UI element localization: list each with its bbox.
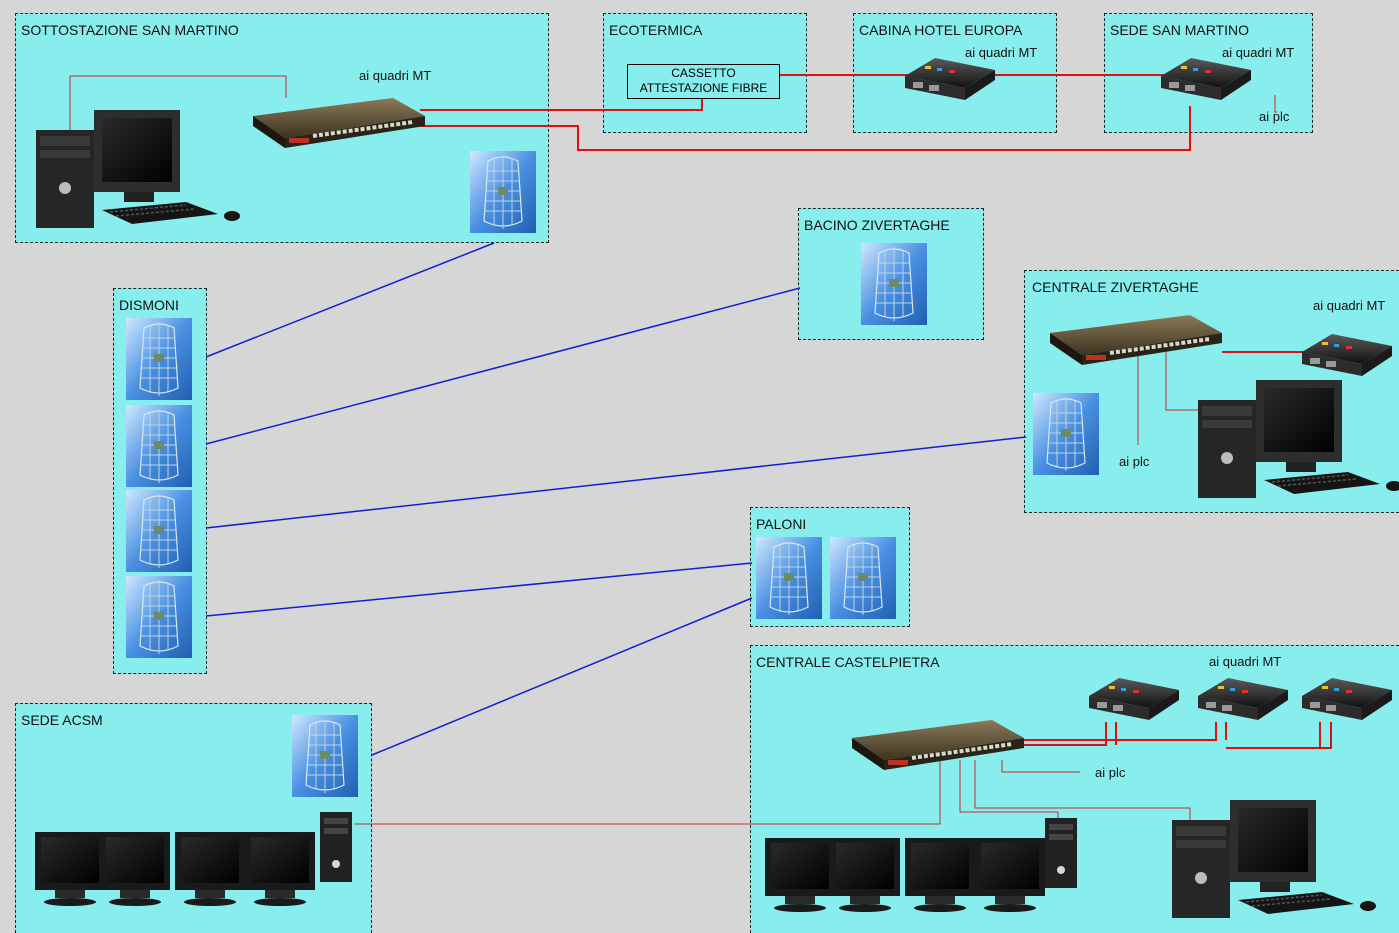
media-converter-icon: [905, 58, 995, 100]
network-switch-icon: [850, 718, 1026, 772]
tower-pc-icon: [320, 812, 352, 882]
network-switch-icon: [1048, 313, 1224, 367]
monitor-icon: [975, 838, 1045, 912]
monitor-icon: [830, 838, 900, 912]
monitor-wall-acsm: [35, 812, 352, 906]
site-title: DISMONI: [119, 297, 179, 313]
fiber-box-line1: CASSETTO: [671, 66, 736, 80]
grid-antenna-icon: [125, 404, 193, 488]
site-title: SEDE ACSM: [21, 712, 103, 728]
fiber-box-line2: ATTESTAZIONE FIBRE: [639, 81, 768, 95]
media-converter-icon: [1302, 678, 1392, 720]
monitor-icon: [100, 832, 170, 906]
fiber-termination-box: CASSETTO ATTESTAZIONE FIBRE: [627, 64, 780, 99]
label-ai-quadri-mt: ai quadri MT: [1209, 654, 1282, 669]
monitor-icon: [35, 832, 105, 906]
grid-antenna-icon: [125, 317, 193, 401]
site-title: SEDE SAN MARTINO: [1110, 22, 1249, 38]
media-converter-icon: [1302, 334, 1392, 376]
monitor-icon: [175, 832, 245, 906]
network-switch-icon: [251, 96, 427, 150]
label-ai-quadri-mt: ai quadri MT: [359, 68, 432, 83]
grid-antenna-icon: [860, 242, 928, 326]
monitor-icon: [905, 838, 975, 912]
label-ai-quadri-mt: ai quadri MT: [1313, 298, 1386, 313]
grid-antenna-icon: [755, 536, 823, 620]
media-converter-icon: [1198, 678, 1288, 720]
grid-antenna-icon: [829, 536, 897, 620]
site-title: CENTRALE CASTELPIETRA: [756, 654, 940, 670]
monitor-wall-castelpietra: [765, 818, 1077, 912]
label-ai-plc: ai plc: [1259, 109, 1290, 124]
site-title: CENTRALE ZIVERTAGHE: [1032, 279, 1199, 295]
site-title: PALONI: [756, 516, 807, 532]
label-ai-plc: ai plc: [1095, 765, 1126, 780]
lan-links: [69, 75, 1277, 825]
label-ai-quadri-mt: ai quadri MT: [1222, 45, 1295, 60]
site-title: CABINA HOTEL EUROPA: [859, 22, 1023, 38]
site-title: BACINO ZIVERTAGHE: [804, 217, 950, 233]
monitor-icon: [245, 832, 315, 906]
label-ai-quadri-mt: ai quadri MT: [965, 45, 1038, 60]
media-converter-icon: [1161, 58, 1251, 100]
site-title: ECOTERMICA: [609, 22, 703, 38]
desktop-pc-icon: [35, 109, 241, 229]
site-title: SOTTOSTAZIONE SAN MARTINO: [21, 22, 239, 38]
grid-antenna-icon: [125, 489, 193, 573]
label-ai-plc: ai plc: [1119, 454, 1150, 469]
grid-antenna-icon: [1032, 392, 1100, 476]
desktop-pc-icon: [1171, 799, 1377, 919]
grid-antenna-icon: [125, 575, 193, 659]
tower-pc-icon: [1045, 818, 1077, 888]
desktop-pc-icon: [1197, 379, 1399, 499]
media-converter-icon: [1089, 678, 1179, 720]
monitor-icon: [765, 838, 835, 912]
fiber-links: [420, 74, 1332, 749]
grid-antenna-icon: [291, 714, 359, 798]
grid-antenna-icon: [469, 150, 537, 234]
radio-links: [205, 242, 1027, 756]
